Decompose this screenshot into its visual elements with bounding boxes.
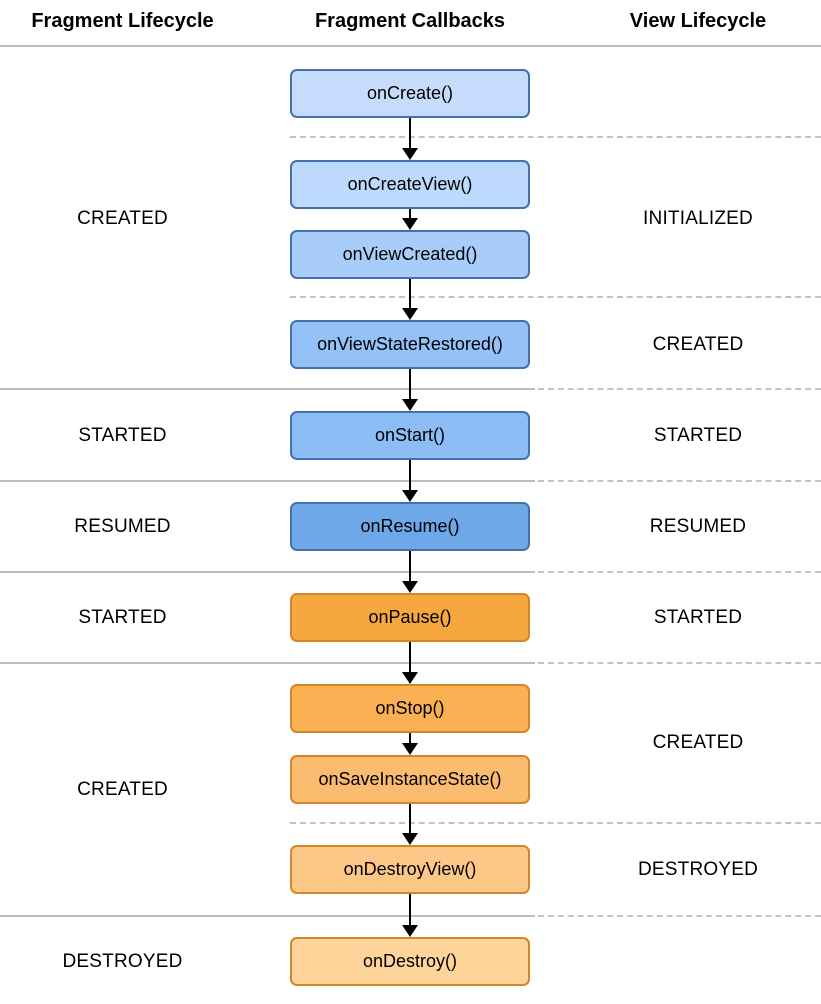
fragment-state-label: STARTED <box>78 425 167 446</box>
divider-solid-left <box>0 571 535 573</box>
divider-solid-left <box>0 388 535 390</box>
flow-arrow-head <box>402 399 418 411</box>
callback-box-onresume[interactable]: onResume() <box>290 502 530 551</box>
divider-solid-left <box>0 662 535 664</box>
callback-box-onviewstaterestored[interactable]: onViewStateRestored() <box>290 320 530 369</box>
view-state-label: CREATED <box>652 334 744 355</box>
callback-box-ondestroy[interactable]: onDestroy() <box>290 937 530 986</box>
fragment-state-label: RESUMED <box>74 516 171 537</box>
view-state-label: RESUMED <box>649 516 747 537</box>
flow-arrow-line <box>409 369 411 399</box>
flow-arrow-head <box>402 672 418 684</box>
flow-arrow-head <box>402 308 418 320</box>
divider-dashed-right <box>538 662 821 664</box>
divider-solid-left <box>0 915 535 917</box>
flow-arrow-line <box>409 804 411 833</box>
view-state-label: CREATED <box>652 732 744 753</box>
flow-arrow-line <box>409 642 411 672</box>
callback-box-oncreateview[interactable]: onCreateView() <box>290 160 530 209</box>
callback-box-ondestroyview[interactable]: onDestroyView() <box>290 845 530 894</box>
callback-box-onsaveinstancestate[interactable]: onSaveInstanceState() <box>290 755 530 804</box>
flow-arrow-head <box>402 743 418 755</box>
flow-arrow-line <box>409 733 411 743</box>
fragment-state-label: CREATED <box>77 779 168 800</box>
flow-arrow-line <box>409 209 411 218</box>
view-state-label: STARTED <box>653 607 743 628</box>
flow-arrow-head <box>402 833 418 845</box>
view-state-label: STARTED <box>653 425 743 446</box>
flow-arrow-head <box>402 148 418 160</box>
column-header-view-lifecycle: View Lifecycle <box>629 10 767 32</box>
divider-dashed-right <box>538 480 821 482</box>
divider-dashed <box>290 822 821 824</box>
divider-dashed-right <box>538 915 821 917</box>
view-state-label: DESTROYED <box>637 859 759 880</box>
column-header-fragment-callbacks: Fragment Callbacks <box>314 10 506 32</box>
callback-box-onstart[interactable]: onStart() <box>290 411 530 460</box>
fragment-state-label: DESTROYED <box>62 951 183 972</box>
divider-dashed <box>290 296 821 298</box>
flow-arrow-line <box>409 551 411 581</box>
callback-box-oncreate[interactable]: onCreate() <box>290 69 530 118</box>
callback-box-onstop[interactable]: onStop() <box>290 684 530 733</box>
view-state-label: INITIALIZED <box>643 208 753 229</box>
fragment-state-label: CREATED <box>77 208 168 229</box>
flow-arrow-head <box>402 218 418 230</box>
fragment-state-label: STARTED <box>78 607 167 628</box>
callback-box-onpause[interactable]: onPause() <box>290 593 530 642</box>
divider-dashed-right <box>538 571 821 573</box>
flow-arrow-line <box>409 894 411 925</box>
divider-solid-left <box>0 480 535 482</box>
flow-arrow-head <box>402 490 418 502</box>
flow-arrow-line <box>409 279 411 308</box>
flow-arrow-head <box>402 581 418 593</box>
flow-arrow-head <box>402 925 418 937</box>
header-divider <box>0 45 821 47</box>
callback-box-onviewcreated[interactable]: onViewCreated() <box>290 230 530 279</box>
flow-arrow-line <box>409 460 411 490</box>
flow-arrow-line <box>409 118 411 148</box>
column-header-fragment-lifecycle: Fragment Lifecycle <box>31 10 214 32</box>
divider-dashed-right <box>538 388 821 390</box>
divider-dashed <box>290 136 821 138</box>
